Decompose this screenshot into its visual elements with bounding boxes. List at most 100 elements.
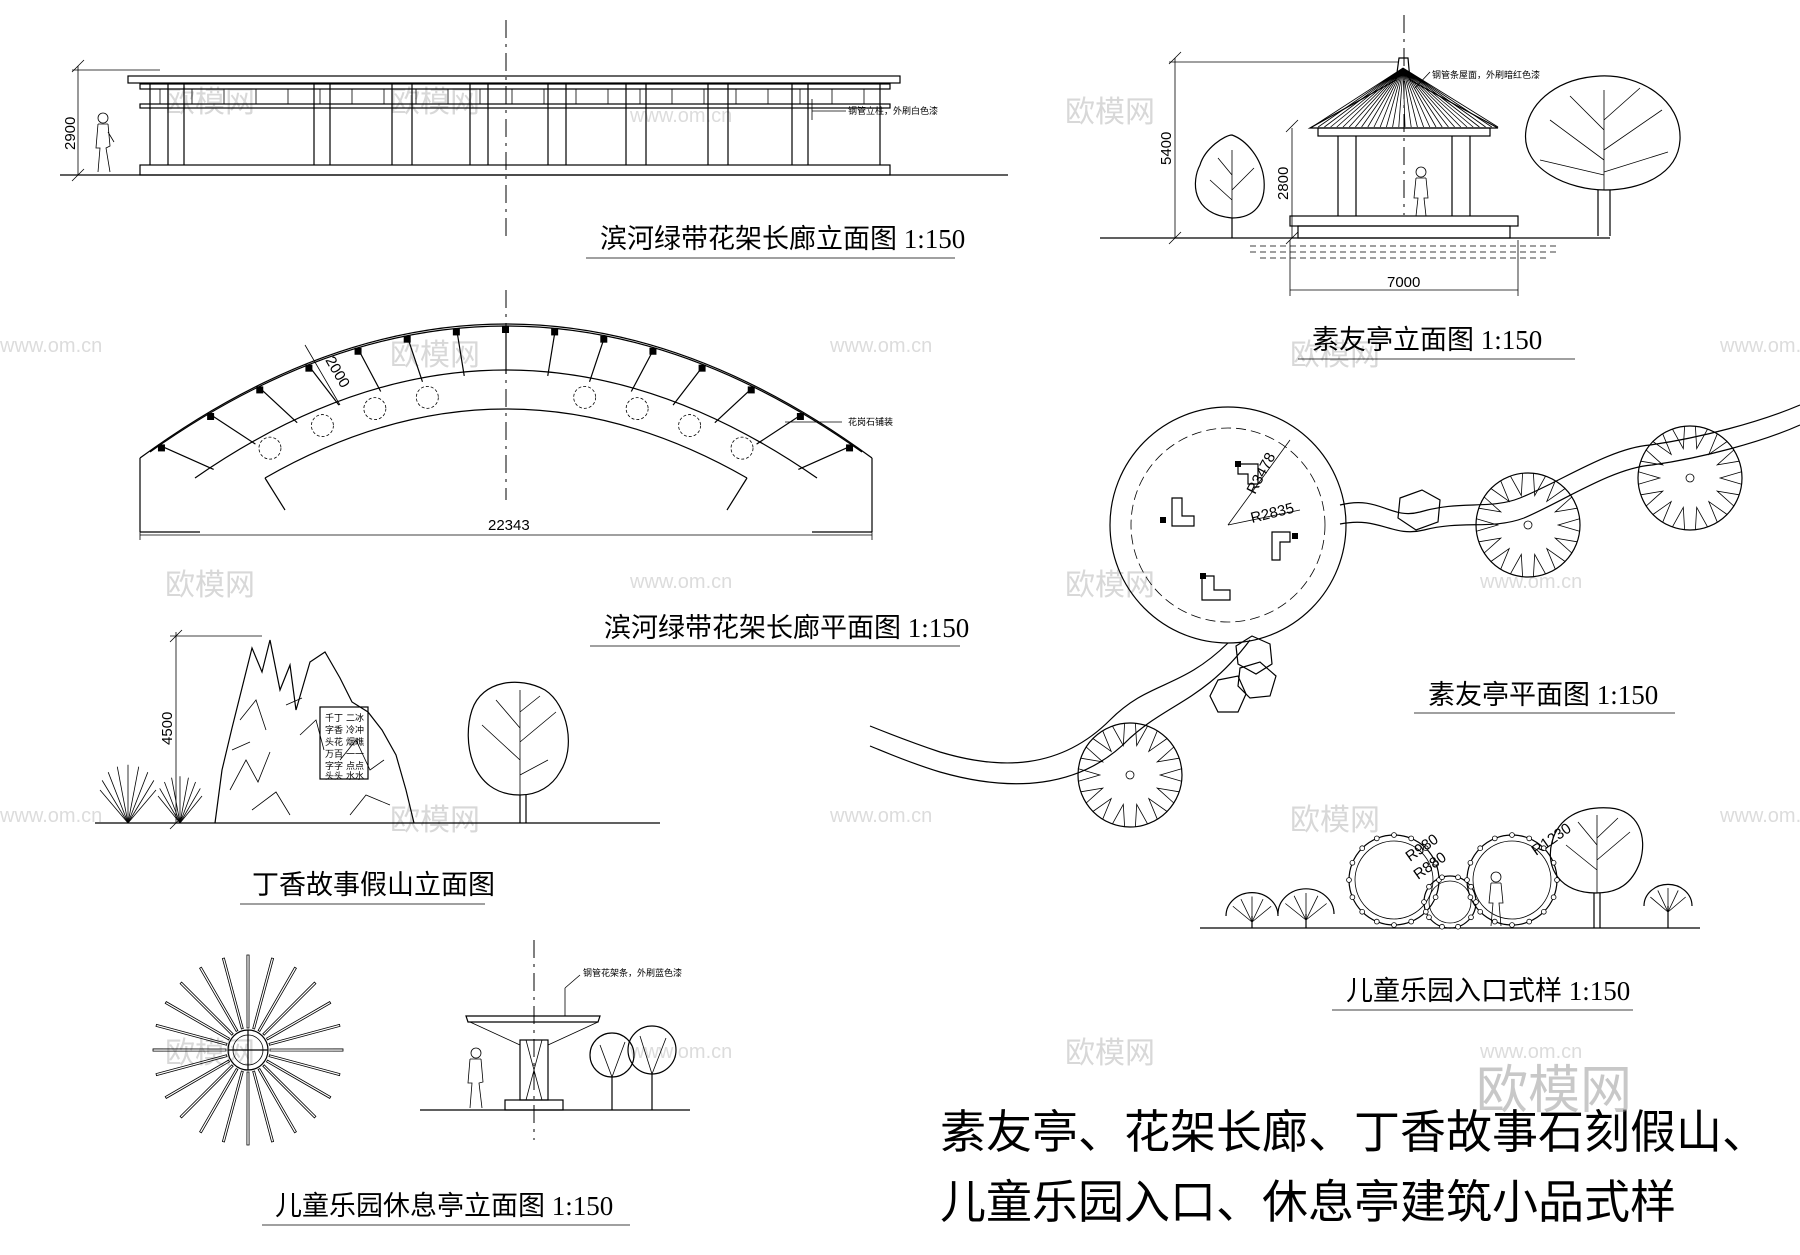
svg-text:烟瞧: 烟瞧 [346,736,364,748]
plan-column [452,328,460,336]
plan-column [502,326,509,333]
watermark-logo: 欧模网 [1476,1063,1632,1120]
plan-column [305,364,313,372]
tree-spike [1490,547,1511,570]
tree-canopy [1077,722,1183,828]
inscription-panel: 千丁 字香 头花 万百 字字 头头 二冰 冷冲 烟瞧 一一 点点 水水 [319,706,369,782]
shrub-canopy [1225,892,1279,917]
plan-column [157,444,165,452]
ring-bead [1359,845,1365,851]
ring-bead [1477,845,1483,851]
ring-bead [1359,908,1365,915]
svg-text:头头: 头头 [325,771,343,782]
star-rib [268,1054,341,1077]
plan-tree-circle [258,436,282,460]
watermark-url: www.om.cn [629,571,732,593]
ring-bead [1426,883,1432,890]
ring-bead [1439,874,1445,881]
svg-text:头花: 头花 [325,736,343,748]
tree-spike [1553,496,1578,513]
tree-spike [1476,518,1500,532]
watermark-brand: 欧模网 [165,568,255,603]
ring-bead [1432,859,1439,866]
ring-bead [1509,922,1515,928]
ring-bead [1477,908,1483,915]
tree-spike [1672,506,1685,530]
shrub-branch [159,788,181,824]
plan-column [747,386,755,394]
ring-bead [1455,874,1461,881]
shrub-branch [1667,896,1686,913]
tree-spike [1533,473,1546,497]
shrub-branch [171,777,181,824]
star-rib [221,1070,244,1143]
tree-spike [1135,723,1148,747]
watermark-url: www.om.cn [629,105,732,127]
pergola-frame [127,75,901,176]
tree-spike [1478,496,1503,513]
star-rib [155,1023,228,1046]
entrance-rings [1348,834,1558,929]
ring-bead [1492,918,1498,925]
corridor-length-dimension: 22343 [488,517,530,534]
svg-text:万百: 万百 [325,749,343,760]
suyou-plan-title: 素友亭平面图 1:150 [1428,680,1658,710]
tree-spike [1556,518,1580,532]
watermark-brand: 欧模网 [1065,1036,1155,1071]
person-figure [1488,871,1504,927]
ring-bead [1408,918,1414,925]
watermark-brand: 欧模网 [1290,803,1380,838]
plan-beam [630,349,654,392]
ring-bead [1464,877,1470,883]
plan-column [207,412,215,420]
ring-bead [1408,835,1414,842]
tree-spike [1147,797,1168,820]
shrub-branch [1240,898,1253,923]
svg-text:二冰: 二冰 [346,712,364,724]
rockery-height-dimension: 4500 [159,712,176,745]
watermark-brand: 欧模网 [1065,568,1155,603]
plan-beam [407,337,424,382]
person-figure [1413,166,1429,217]
rest-pavilion-title: 儿童乐园休息亭立面图 1:150 [275,1191,613,1221]
star-rib [262,981,317,1036]
tree-spike [1672,426,1685,450]
star-rib [268,1023,341,1046]
ring-bead [1468,914,1474,921]
tree-spike [1112,723,1125,747]
shrub-branch [101,780,129,824]
tree-spike [1715,449,1740,466]
tree-spike [1545,480,1566,503]
star-rib [199,1067,239,1134]
star-rib [164,1059,231,1099]
tree-spike [1715,490,1740,507]
watermark-brand: 欧模网 [390,803,480,838]
suyou-total-height-dimension: 5400 [1158,132,1175,165]
plan-column [846,444,854,452]
plan-column [403,335,411,343]
ring-bead [1541,908,1547,915]
corridor-width-dimension: 2000 [322,354,353,391]
shrub-branch [127,789,157,824]
ring-bead [1374,918,1380,925]
watermark-brand: 欧模网 [165,1036,255,1071]
corridor-elevation-title: 滨河绿带花架长廊立面图 1:150 [600,224,965,254]
star-rib [257,1067,297,1134]
shrub-branch [1305,903,1327,921]
ring-bead [1421,899,1427,905]
path-outer-edge [1339,404,1800,515]
rock-outline [214,639,415,824]
tree-spike [1640,490,1665,507]
tree-spike [1510,473,1523,497]
ring-bead [1468,883,1474,890]
rest-pavilion: 钢管花架条，外刷蓝色漆 儿童乐园休息亭立面图 1:150 [152,940,690,1226]
tree-trunk [1125,770,1135,780]
tree-canopy [1475,472,1581,578]
tree-trunk [1685,473,1695,483]
shrub-branch [164,781,181,824]
plaza-inner-circle [1130,427,1326,623]
tree-spike [1490,480,1511,503]
svg-text:字字: 字字 [325,760,343,772]
